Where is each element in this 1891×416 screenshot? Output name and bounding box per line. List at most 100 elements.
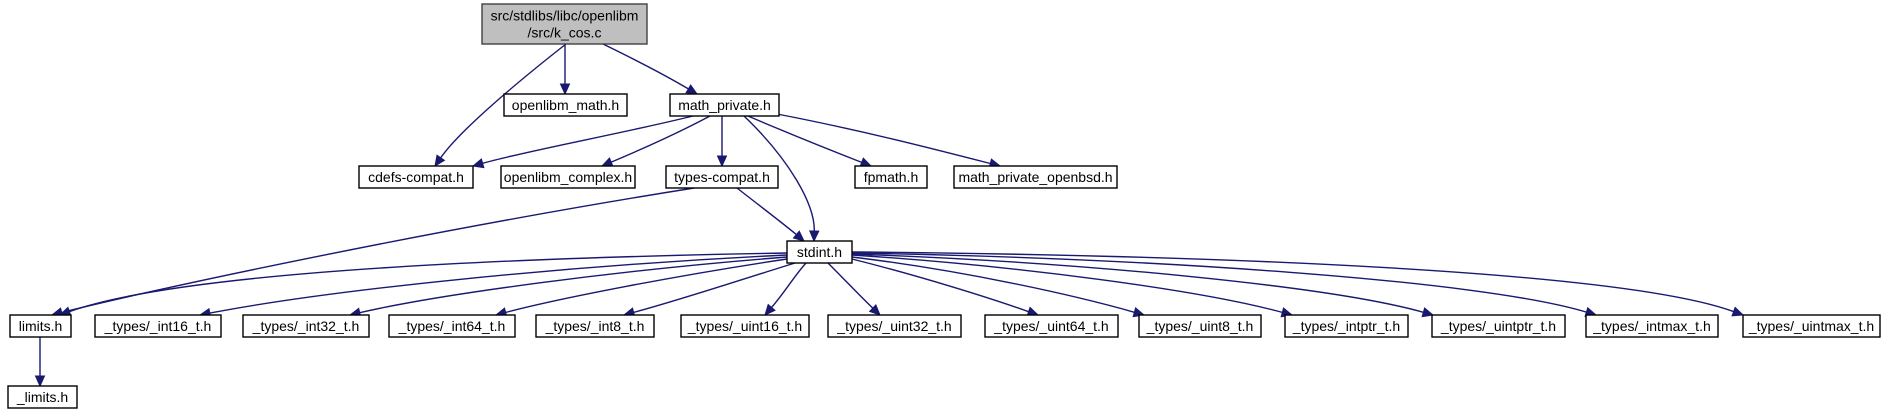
edge-types_compat-to-stdint	[736, 187, 805, 242]
edge-stdint-to-t_intptr	[851, 254, 1294, 318]
node-cdefs-compat[interactable]: cdefs-compat.h	[358, 165, 474, 189]
edge-line	[827, 262, 874, 309]
node-math-private-openbsd[interactable]: math_private_openbsd.h	[953, 165, 1118, 189]
node-box	[503, 93, 628, 117]
node-label: openlibm_complex.h	[504, 169, 632, 185]
node-types-compat[interactable]: types-compat.h	[665, 165, 779, 189]
edge-types_compat-to-limits	[50, 187, 695, 318]
arrowhead-icon	[1731, 306, 1745, 317]
node-label: types-compat.h	[674, 169, 770, 185]
arrowhead-icon	[809, 230, 820, 243]
node-box	[827, 314, 962, 338]
edge-stdint-to-limits	[58, 252, 788, 317]
edge-line	[851, 256, 1135, 313]
node-t-int32[interactable]: _types/_int32_t.h	[242, 314, 370, 338]
node-box	[1138, 314, 1262, 338]
node-stdint[interactable]: stdint.h	[786, 240, 853, 264]
node-label: _types/_uint16_t.h	[687, 318, 802, 334]
node-label: _types/_int32_t.h	[252, 318, 360, 334]
node-label: cdefs-compat.h	[368, 169, 464, 185]
node-openlibm-math[interactable]: openlibm_math.h	[503, 93, 628, 117]
edge-line	[747, 115, 862, 164]
node-openlibm-complex[interactable]: openlibm_complex.h	[500, 165, 636, 189]
node-t-uint32[interactable]: _types/_uint32_t.h	[827, 314, 962, 338]
edge-line	[736, 187, 797, 236]
node-label: _types/_int8_t.h	[545, 318, 645, 334]
edge-k_cos-to-math_private	[602, 43, 699, 95]
edge-stdint-to-t_uint8	[851, 256, 1146, 318]
node-box	[786, 240, 853, 264]
node-label: openlibm_math.h	[512, 97, 619, 113]
arrowhead-icon	[600, 157, 614, 167]
node-label: /src/k_cos.c	[528, 25, 602, 41]
node-math-private[interactable]: math_private.h	[669, 93, 780, 117]
edge-stdint-to-t_uint64	[851, 258, 1040, 317]
node-t-int8[interactable]: _types/_int8_t.h	[535, 314, 655, 338]
node-box	[358, 165, 474, 189]
arrowhead-icon	[716, 155, 728, 168]
node-label: _types/_uintmax_t.h	[1748, 318, 1874, 334]
node-k-cos[interactable]: src/stdlibs/libc/openlibm/src/k_cos.c	[481, 3, 648, 45]
node-box	[984, 314, 1119, 338]
arrowhead-icon	[1421, 307, 1435, 318]
node-label: _types/_uintptr_t.h	[1440, 318, 1556, 334]
node-limits[interactable]: limits.h	[9, 314, 72, 338]
arrowhead-icon	[34, 375, 46, 388]
edge-math_private-to-cdefs_compat	[471, 115, 694, 169]
edge-line	[776, 113, 991, 165]
arrowhead-icon	[859, 157, 873, 168]
arrowhead-icon	[434, 154, 446, 168]
edge-stdint-to-t_uint16	[764, 262, 807, 316]
node-box	[680, 314, 810, 338]
node-t-int16[interactable]: _types/_int16_t.h	[94, 314, 222, 338]
root-node-box	[481, 3, 648, 45]
edge-line	[61, 187, 695, 314]
node-label: _types/_int64_t.h	[398, 318, 506, 334]
node-t-intptr[interactable]: _types/_intptr_t.h	[1284, 314, 1409, 338]
node-box	[94, 314, 222, 338]
node-label: _types/_uint32_t.h	[836, 318, 951, 334]
edge-math_private-to-math_private_openbsd	[776, 113, 1002, 169]
node-t-uint8[interactable]: _types/_uint8_t.h	[1138, 314, 1262, 338]
edge-line	[771, 262, 807, 308]
node-t-uintmax[interactable]: _types/_uintmax_t.h	[1742, 314, 1881, 338]
arrowhead-icon	[792, 230, 805, 242]
node-t-uint64[interactable]: _types/_uint64_t.h	[984, 314, 1119, 338]
edge-math_private-to-fpmath	[747, 115, 873, 168]
edges-layer	[34, 43, 1745, 388]
node-box	[535, 314, 655, 338]
arrowhead-icon	[471, 158, 485, 169]
edge-line	[851, 251, 1734, 313]
edge-line	[851, 258, 1029, 313]
edge-line	[633, 262, 796, 314]
nodes-layer: src/stdlibs/libc/openlibm/src/k_cos.cope…	[7, 3, 1881, 409]
node-label: _types/_int16_t.h	[104, 318, 212, 334]
node-limits-private[interactable]: _limits.h	[7, 385, 78, 409]
edge-line	[602, 43, 689, 90]
node-t-int64[interactable]: _types/_int64_t.h	[388, 314, 516, 338]
edge-line	[851, 252, 1587, 313]
edge-stdint-to-t_uintmax	[851, 251, 1745, 317]
node-label: _types/_uint64_t.h	[993, 318, 1108, 334]
node-box	[953, 165, 1118, 189]
node-label: stdint.h	[797, 244, 842, 260]
node-label: math_private_openbsd.h	[958, 169, 1112, 185]
node-t-uint16[interactable]: _types/_uint16_t.h	[680, 314, 810, 338]
node-box	[7, 385, 78, 409]
edge-line	[505, 258, 788, 314]
edge-line	[69, 252, 788, 313]
edge-line	[610, 115, 711, 163]
node-t-uintptr[interactable]: _types/_uintptr_t.h	[1431, 314, 1566, 338]
node-label: _limits.h	[16, 389, 68, 405]
node-t-intmax[interactable]: _types/_intmax_t.h	[1585, 314, 1719, 338]
node-fpmath[interactable]: fpmath.h	[854, 165, 928, 189]
node-box	[9, 314, 72, 338]
arrowhead-icon	[559, 83, 571, 96]
node-box	[1585, 314, 1719, 338]
arrowhead-icon	[764, 303, 776, 316]
edge-math_private-to-types_compat	[716, 116, 728, 168]
node-label: limits.h	[19, 318, 63, 334]
edge-line	[851, 253, 1424, 313]
edge-line	[209, 254, 788, 314]
